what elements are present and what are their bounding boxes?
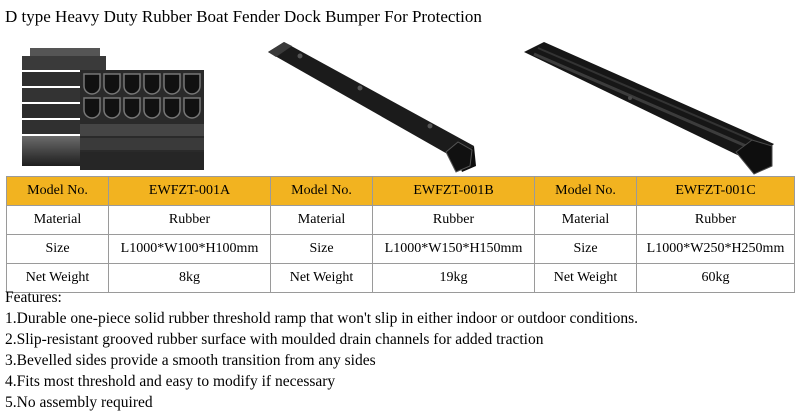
header-cell: EWFZT-001B — [372, 176, 535, 206]
table-header-row: Model No. EWFZT-001A Model No. EWFZT-001… — [6, 176, 795, 206]
feature-item: 2.Slip-resistant grooved rubber surface … — [5, 331, 544, 348]
table-row: Net Weight 8kg Net Weight 19kg Net Weigh… — [6, 263, 795, 293]
table-cell: Net Weight — [270, 263, 373, 293]
header-cell: Model No. — [534, 176, 637, 206]
feature-item: 1.Durable one-piece solid rubber thresho… — [5, 310, 638, 327]
page-title: D type Heavy Duty Rubber Boat Fender Doc… — [5, 7, 482, 26]
table-row: Size L1000*W100*H100mm Size L1000*W150*H… — [6, 234, 795, 264]
table-cell: Material — [6, 205, 109, 235]
table-cell: 19kg — [372, 263, 535, 293]
feature-item: 4.Fits most threshold and easy to modify… — [5, 373, 336, 390]
header-cell: EWFZT-001C — [636, 176, 795, 206]
product-image-stack — [18, 34, 208, 176]
table-cell: Net Weight — [6, 263, 109, 293]
table-cell: Net Weight — [534, 263, 637, 293]
table-cell: 8kg — [108, 263, 271, 293]
features-list: Features: 1.Durable one-piece solid rubb… — [5, 287, 638, 413]
table-cell: L1000*W100*H100mm — [108, 234, 271, 264]
table-cell: Rubber — [372, 205, 535, 235]
header-cell: EWFZT-001A — [108, 176, 271, 206]
table-cell: L1000*W250*H250mm — [636, 234, 795, 264]
table-cell: Rubber — [108, 205, 271, 235]
spec-table: Model No. EWFZT-001A Model No. EWFZT-001… — [6, 176, 795, 293]
header-cell: Model No. — [6, 176, 109, 206]
header-cell: Model No. — [270, 176, 373, 206]
feature-item: 3.Bevelled sides provide a smooth transi… — [5, 352, 376, 369]
table-cell: 60kg — [636, 263, 795, 293]
table-cell: Rubber — [636, 205, 795, 235]
table-cell: Size — [534, 234, 637, 264]
table-row: Material Rubber Material Rubber Material… — [6, 205, 795, 235]
features-heading: Features: — [5, 289, 62, 306]
product-image-grooved-fender — [520, 34, 778, 176]
table-cell: Size — [6, 234, 109, 264]
table-cell: L1000*W150*H150mm — [372, 234, 535, 264]
product-image-d-fender — [262, 34, 480, 176]
feature-item: 5.No assembly required — [5, 394, 153, 411]
table-cell: Size — [270, 234, 373, 264]
table-cell: Material — [270, 205, 373, 235]
table-cell: Material — [534, 205, 637, 235]
